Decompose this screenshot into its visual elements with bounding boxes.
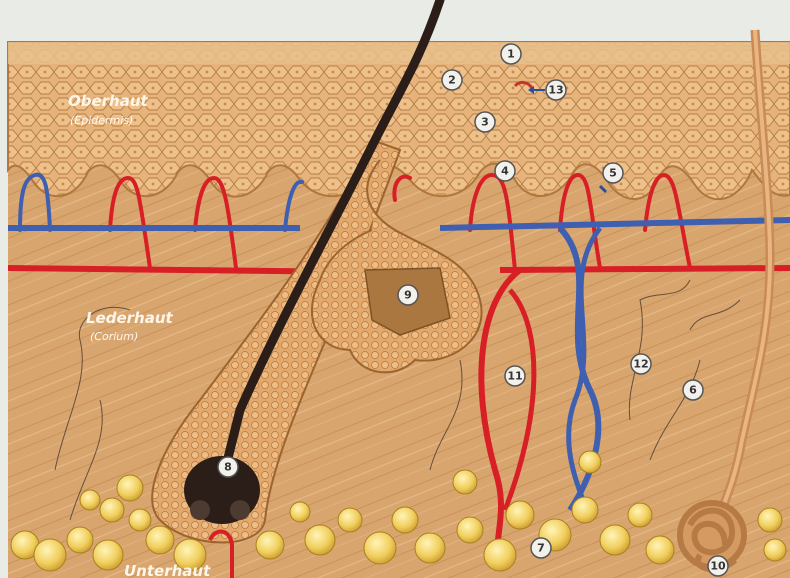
svg-text:12: 12 xyxy=(633,358,648,371)
label-unterhaut: Unterhaut xyxy=(124,562,211,578)
marker-10: 10 xyxy=(708,556,728,576)
marker-5: 5 xyxy=(603,163,623,183)
label-corium: (Corium) xyxy=(90,330,138,343)
marker-2: 2 xyxy=(442,70,462,90)
svg-text:9: 9 xyxy=(404,289,412,302)
svg-text:11: 11 xyxy=(507,370,522,383)
svg-text:6: 6 xyxy=(689,384,697,397)
dermal-papilla-right xyxy=(230,500,250,520)
marker-7: 7 xyxy=(531,538,551,558)
marker-1: 1 xyxy=(501,44,521,64)
svg-text:4: 4 xyxy=(501,165,509,178)
label-oberhaut: Oberhaut xyxy=(68,92,149,110)
label-epidermis: (Epidermis) xyxy=(70,114,133,127)
svg-text:5: 5 xyxy=(609,167,617,180)
marker-8: 8 xyxy=(218,457,238,477)
svg-text:2: 2 xyxy=(448,74,456,87)
label-lederhaut: Lederhaut xyxy=(86,309,174,327)
svg-text:1: 1 xyxy=(507,48,515,61)
dermal-papilla-left xyxy=(190,500,210,520)
svg-text:13: 13 xyxy=(548,84,563,97)
svg-text:7: 7 xyxy=(537,542,545,555)
marker-11: 11 xyxy=(505,366,525,386)
stratum-corneum xyxy=(8,42,790,64)
marker-12: 12 xyxy=(631,354,651,374)
svg-text:8: 8 xyxy=(224,461,232,474)
marker-3: 3 xyxy=(475,112,495,132)
svg-text:3: 3 xyxy=(481,116,489,129)
marker-9: 9 xyxy=(398,285,418,305)
marker-13: 13 xyxy=(546,80,566,100)
svg-text:10: 10 xyxy=(710,560,726,573)
marker-6: 6 xyxy=(683,380,703,400)
marker-4: 4 xyxy=(495,161,515,181)
